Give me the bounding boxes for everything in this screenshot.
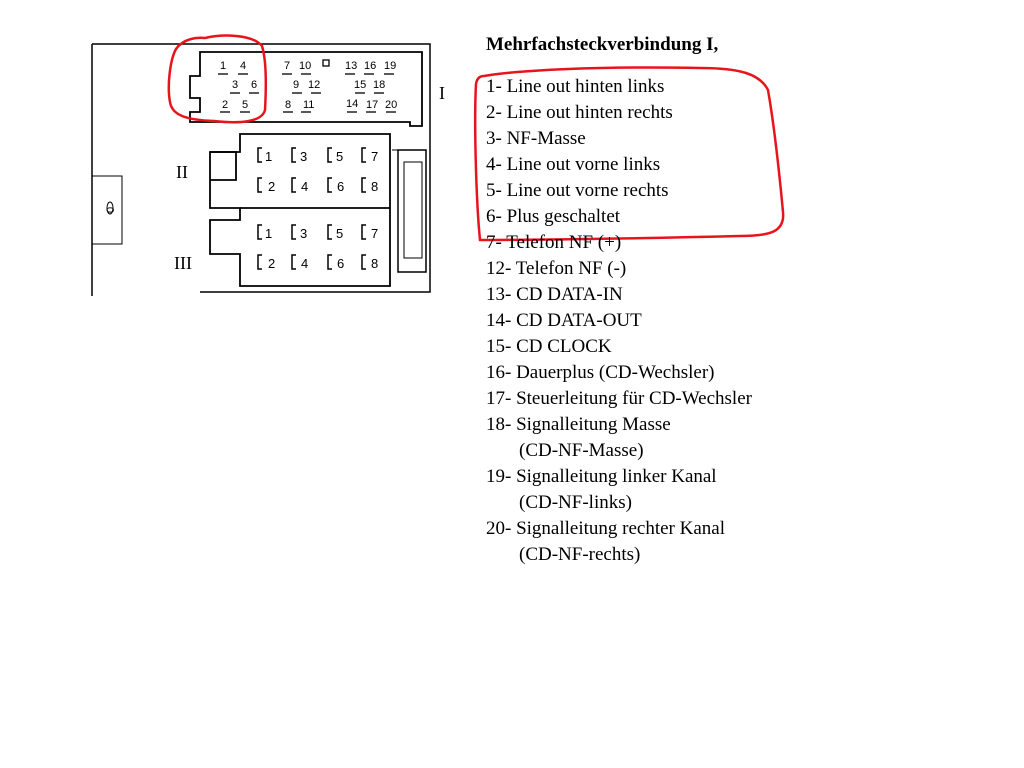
side-glyph: 0: [105, 207, 117, 213]
legend-item: 20- Signalleitung rechter Kanal: [486, 518, 726, 539]
pin-legend: Mehrfachsteckverbindung I, 1- Line out h…: [486, 34, 846, 568]
block-i-outline: [189, 51, 423, 127]
legend-item: 12- Telefon NF (-): [486, 258, 627, 279]
pin-label: 5: [336, 149, 343, 164]
pin-label: 7: [371, 226, 378, 241]
pin-label: 1: [220, 60, 226, 72]
connector-diagram: 1 4 3 6 2 5 7 10 9 12 8 11 13 16 19 15 1…: [91, 34, 445, 296]
legend-item: 19- Signalleitung linker Kanal: [486, 466, 717, 487]
pin-label: 3: [232, 79, 238, 91]
block-iii-label: III: [174, 253, 192, 273]
pin-label: 9: [293, 79, 299, 91]
pin-label: 4: [301, 179, 308, 194]
pin-label: 5: [336, 226, 343, 241]
block-i-label: I: [439, 83, 445, 103]
block-ii-pins: 1 3 5 7 2 4 6 8: [257, 147, 378, 194]
legend-item: 4- Line out vorne links: [486, 154, 661, 175]
pin-label: 10: [299, 60, 311, 72]
pin-label: 4: [301, 256, 308, 271]
pin-label: 3: [300, 226, 307, 241]
pin-label: 4: [240, 60, 246, 72]
pin-label: 7: [371, 149, 378, 164]
pin-label: 2: [268, 256, 275, 271]
legend-item: 15- CD CLOCK: [486, 336, 612, 357]
legend-item-continuation: (CD-NF-links): [519, 492, 632, 513]
highlight-circle-pins-1-6: [167, 34, 268, 124]
pin-label: 6: [337, 179, 344, 194]
legend-item: 5- Line out vorne rechts: [486, 180, 669, 201]
legend-item: 14- CD DATA-OUT: [486, 310, 642, 331]
pin-label: 13: [345, 60, 357, 72]
pin-label: 5: [242, 99, 248, 111]
legend-item: 13- CD DATA-IN: [486, 284, 623, 305]
pin-label: 11: [303, 99, 314, 111]
pin-label: 1: [265, 226, 272, 241]
pin-label: 15: [354, 79, 366, 91]
pin-label: 1: [265, 149, 272, 164]
pin-label: 12: [308, 79, 320, 91]
pin-label: 2: [268, 179, 275, 194]
pin-label: 14: [346, 98, 358, 110]
pin-label: 2: [222, 99, 228, 111]
pin-label: 6: [337, 256, 344, 271]
pin-label: 20: [385, 99, 397, 111]
legend-title: Mehrfachsteckverbindung I,: [486, 34, 719, 55]
legend-item: 18- Signalleitung Masse: [486, 414, 671, 435]
legend-item: 17- Steuerleitung für CD-Wechsler: [486, 388, 752, 409]
pin-label: 19: [384, 60, 396, 72]
pin-label: 7: [284, 60, 290, 72]
pin-label: 8: [371, 256, 378, 271]
pin-label: 18: [373, 79, 385, 91]
legend-item: 6- Plus geschaltet: [486, 206, 621, 227]
block-ii-iii-outline: [209, 133, 427, 287]
block-iii-pins: 1 3 5 7 2 4 6 8: [257, 224, 378, 271]
pin-label: 3: [300, 149, 307, 164]
legend-item-continuation: (CD-NF-Masse): [519, 440, 644, 461]
legend-item-continuation: (CD-NF-rechts): [519, 544, 641, 565]
block-i-pin-numbers: 1 4 3 6 2 5 7 10 9 12 8 11 13 16 19 15 1…: [220, 60, 397, 111]
pin-label: 16: [364, 60, 376, 72]
block-i-pin-bars: [218, 73, 396, 113]
pin-label: 6: [251, 79, 257, 91]
legend-clip: Mehrfachsteckverbindung I, 1- Line out h…: [486, 34, 846, 568]
legend-item: 3- NF-Masse: [486, 128, 586, 149]
legend-item: 7- Telefon NF (+): [486, 232, 622, 253]
pin-label: 17: [366, 99, 378, 111]
pin-label: 8: [285, 99, 291, 111]
pin-label: 8: [371, 179, 378, 194]
legend-item: 2- Line out hinten rechts: [486, 102, 673, 123]
legend-item: 16- Dauerplus (CD-Wechsler): [486, 362, 715, 383]
block-ii-label: II: [176, 162, 188, 182]
legend-item: 1- Line out hinten links: [486, 76, 665, 97]
